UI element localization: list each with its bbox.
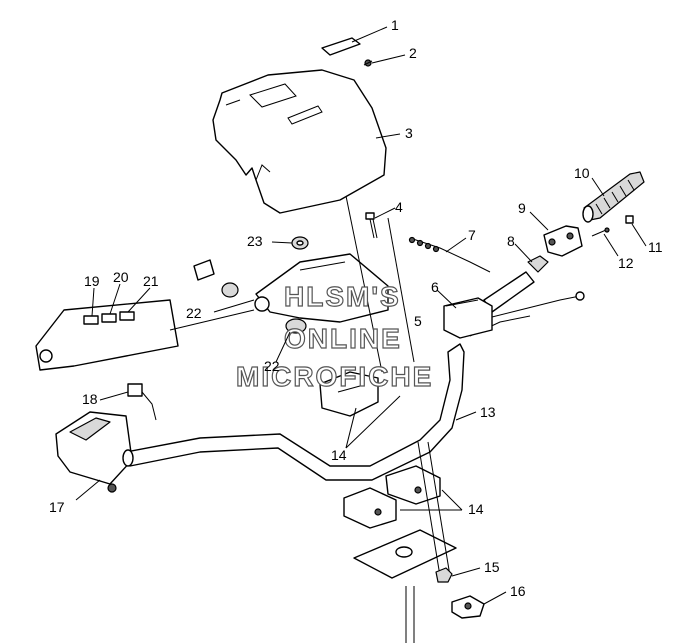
part-8-throttle-sleeve <box>527 255 549 273</box>
part-18-connector <box>127 383 157 421</box>
callout-23: 23 <box>247 233 263 249</box>
watermark-line-3: MICROFICHE <box>236 361 433 392</box>
part-15-nut <box>435 567 453 583</box>
part-1-decal <box>321 37 361 56</box>
callout-6: 6 <box>431 279 439 295</box>
callout-14-upper: 14 <box>331 447 347 463</box>
part-7-throttle-cable <box>408 236 491 273</box>
callout-19: 19 <box>84 273 100 289</box>
callout-21: 21 <box>143 273 159 289</box>
part-22-bushing-upper <box>193 259 239 298</box>
watermark: HLSM'S ONLINE MICROFICHE <box>235 280 433 392</box>
callout-14-lower: 14 <box>468 501 484 517</box>
part-19-21-switch-bracket <box>35 299 179 371</box>
callout-2: 2 <box>409 45 417 61</box>
part-5-handlebar-clamp <box>254 253 389 323</box>
callout-17: 17 <box>49 499 65 515</box>
part-11-screw <box>625 215 634 224</box>
part-16-clamp <box>451 595 485 619</box>
part-22-bushing-lower <box>285 318 307 334</box>
part-4-bolt <box>365 212 378 239</box>
callout-15: 15 <box>484 559 500 575</box>
callout-4: 4 <box>395 199 403 215</box>
leader-lines <box>75 26 647 605</box>
callout-9: 9 <box>518 200 526 216</box>
callout-8: 8 <box>507 233 515 249</box>
part-23-washer <box>291 236 309 250</box>
watermark-line-1: HLSM'S <box>284 281 401 312</box>
part-13-handlebar <box>122 343 465 481</box>
callout-5: 5 <box>414 313 422 329</box>
callout-16: 16 <box>510 583 526 599</box>
callout-3: 3 <box>405 125 413 141</box>
callout-7: 7 <box>468 227 476 243</box>
callout-20: 20 <box>113 269 129 285</box>
part-9-throttle-housing <box>543 225 583 257</box>
steering-column <box>345 195 451 643</box>
callout-numbers: 1 2 3 4 5 6 7 8 9 10 11 12 13 14 14 15 1… <box>49 17 663 599</box>
part-12-screw <box>591 227 610 237</box>
part-3-handlebar-cover <box>212 69 387 214</box>
callout-22-lower: 22 <box>264 358 280 374</box>
callout-13: 13 <box>480 404 496 420</box>
part-10-grip <box>582 171 645 223</box>
part-2-screw <box>363 59 373 67</box>
callout-12: 12 <box>618 255 634 271</box>
watermark-line-2: ONLINE <box>284 323 402 354</box>
callout-18: 18 <box>82 391 98 407</box>
part-14-clamp-upper <box>319 371 379 417</box>
steering-post-plate <box>353 529 457 579</box>
part-17-switch-housing <box>55 411 133 493</box>
callout-1: 1 <box>391 17 399 33</box>
callout-22-upper: 22 <box>186 305 202 321</box>
callout-10: 10 <box>574 165 590 181</box>
callout-11: 11 <box>648 239 663 255</box>
